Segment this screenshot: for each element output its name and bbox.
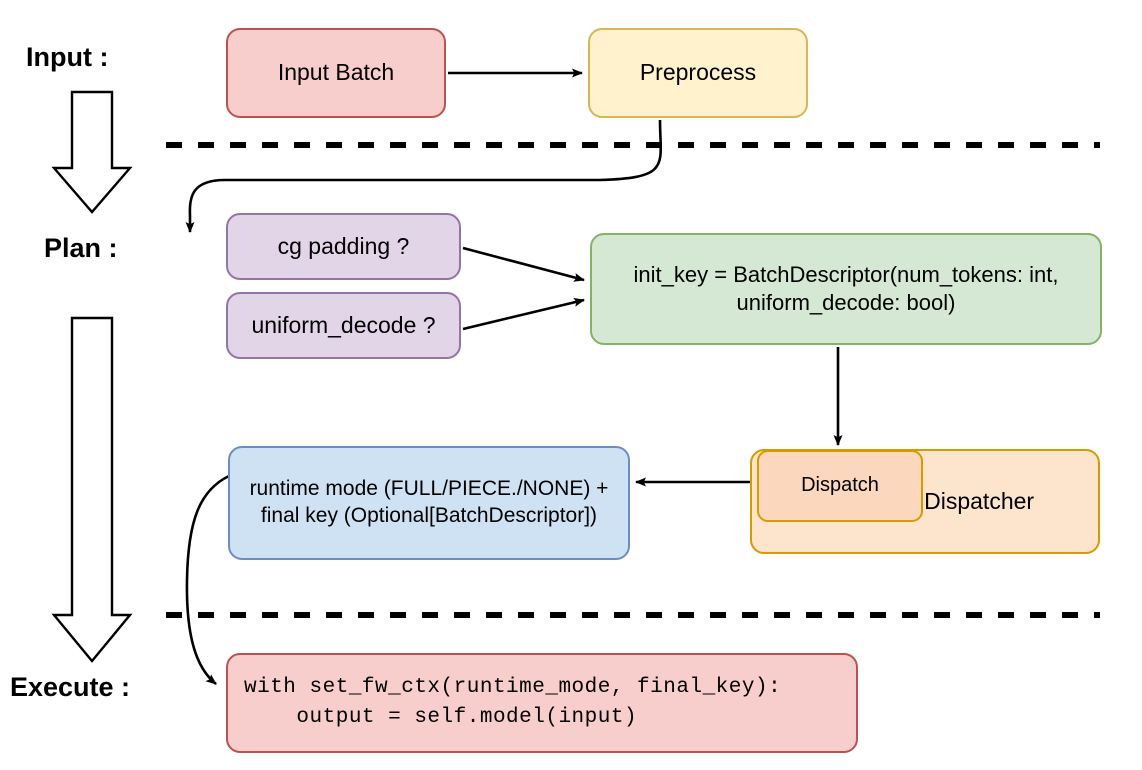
stage-block-arrow-input-to-plan — [51, 90, 133, 214]
stage-label-execute: Execute : — [10, 672, 131, 702]
node-input-batch-label: Input Batch — [277, 59, 395, 86]
node-cg-padding-label: cg padding ? — [277, 232, 410, 259]
edge-uniform-decode-to-init-key — [462, 297, 585, 331]
node-uniform-decode[interactable]: uniform_decode ? — [226, 292, 461, 359]
node-runtime-mode[interactable]: runtime mode (FULL/PIECE./NONE) + final … — [228, 446, 630, 560]
edge-cg-padding-to-init-key — [462, 246, 585, 282]
node-preprocess[interactable]: Preprocess — [588, 28, 808, 118]
node-dispatch[interactable]: Dispatch — [757, 450, 923, 522]
node-preprocess-label: Preprocess — [639, 59, 757, 86]
node-code-block-label: with set_fw_ctx(runtime_mode, final_key)… — [244, 676, 782, 729]
node-dispatch-label: Dispatch — [801, 474, 879, 497]
node-init-key-label: init_key = BatchDescriptor(num_tokens: i… — [633, 261, 1059, 315]
stage-block-arrow-plan-to-execute — [51, 316, 133, 663]
node-init-key[interactable]: init_key = BatchDescriptor(num_tokens: i… — [590, 233, 1102, 345]
node-code-block[interactable]: with set_fw_ctx(runtime_mode, final_key)… — [226, 653, 858, 753]
node-uniform-decode-label: uniform_decode ? — [251, 311, 436, 338]
node-runtime-mode-label: runtime mode (FULL/PIECE./NONE) + final … — [249, 477, 609, 527]
node-cg-padding[interactable]: cg padding ? — [226, 213, 461, 280]
stage-label-input: Input : — [26, 42, 109, 72]
stage-label-plan: Plan : — [44, 233, 118, 263]
node-input-batch[interactable]: Input Batch — [226, 28, 446, 118]
edge-runtime-mode-to-code-block — [185, 474, 230, 686]
